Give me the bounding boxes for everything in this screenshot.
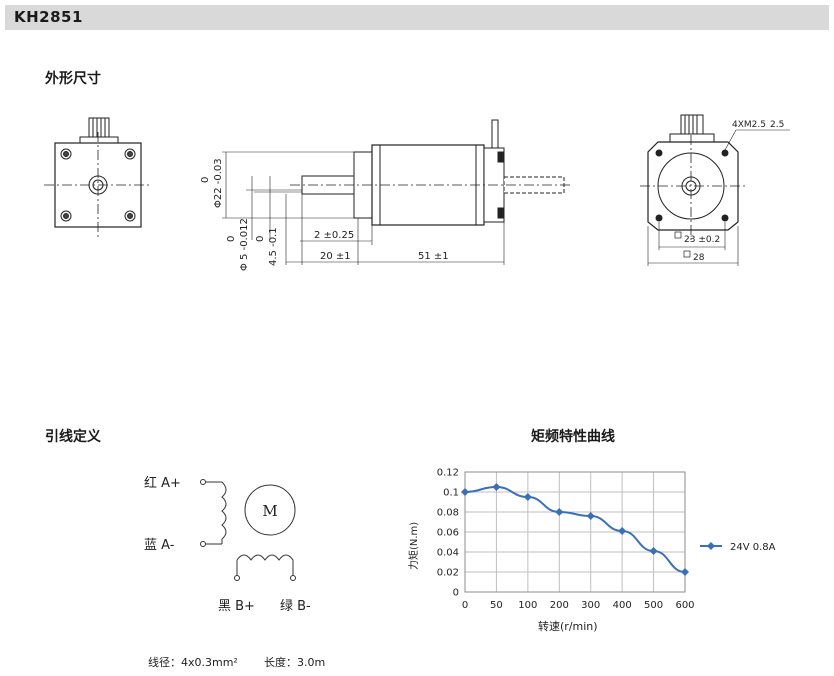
- note-wire-gauge: 线径：4x0.3mm²: [148, 656, 238, 669]
- dim-depth: 2.5: [770, 120, 784, 130]
- wire-b-minus: 绿 B-: [280, 599, 311, 614]
- outline-drawing: 0 Φ22 -0.03 0 Φ 5 -0.012 0 4.5 -0.1 2 ±0…: [44, 114, 790, 271]
- motor-label: M: [262, 502, 277, 520]
- wire-b-plus: 黑 B+: [218, 599, 255, 614]
- chart-xlabel: 转速(r/min): [538, 619, 598, 633]
- chart-xtick: 300: [581, 600, 600, 611]
- dim-thread: 4XM2.5: [732, 120, 766, 130]
- dim-sq28: 28: [693, 253, 705, 263]
- chart-point: [523, 493, 532, 501]
- legend-series-name: 24V 0.8A: [730, 542, 776, 553]
- chart-point: [649, 547, 658, 555]
- dim-4-5: 4.5 -0.1: [268, 227, 279, 266]
- chart-ylabel: 力矩(N.m): [407, 522, 420, 570]
- chart-ytick: 0.02: [437, 568, 459, 579]
- dim-2: 2 ±0.25: [314, 230, 354, 241]
- chart-point: [461, 488, 469, 496]
- dim-51: 51 ±1: [418, 251, 449, 262]
- torque-chart: 0 0.02 0.04 0.06 0.08 0.1 0.12 0 50 100 200 300 400 5…: [407, 468, 776, 634]
- wiring-diagram: M 红 A+ 蓝 A- 黑 B+ 绿 B-: [144, 475, 311, 614]
- chart-point: [586, 512, 595, 520]
- rear-view-right: [640, 114, 790, 266]
- dim-sq23: 23 ±0.2: [684, 235, 720, 245]
- front-view-left: [44, 117, 150, 238]
- chart-xtick: 200: [550, 600, 569, 611]
- chart-ytick: 0.08: [437, 508, 459, 519]
- dim-phi22: Φ22 -0.03: [213, 158, 224, 208]
- dim-phi22-zero: 0: [200, 177, 211, 183]
- chart-legend: 24V 0.8A: [700, 542, 776, 553]
- section-wiring-title: 引线定义: [45, 429, 101, 445]
- wire-a-plus: 红 A+: [144, 475, 181, 491]
- chart-xtick: 600: [675, 600, 694, 611]
- chart-xtick: 100: [518, 600, 537, 611]
- section-torque-title: 矩频特性曲线: [531, 429, 615, 445]
- chart-point: [492, 483, 501, 491]
- chart-ytick: 0.12: [437, 468, 459, 479]
- dim-phi5-zero: 0: [226, 236, 237, 242]
- chart-xtick: 400: [613, 600, 632, 611]
- dim-4-5-zero: 0: [255, 236, 266, 242]
- chart-ytick: 0: [453, 588, 459, 599]
- chart-point: [681, 568, 689, 576]
- chart-series-line: [464, 485, 686, 573]
- chart-point: [618, 527, 627, 535]
- section-outline-title: 外形尺寸: [45, 71, 101, 87]
- title-bar: KH2851: [5, 5, 829, 30]
- wire-a-minus: 蓝 A-: [144, 538, 175, 553]
- side-view: [222, 119, 570, 265]
- model-title: KH2851: [14, 8, 83, 26]
- dim-phi5: Φ 5 -0.012: [239, 218, 250, 271]
- chart-ytick: 0.04: [437, 548, 459, 559]
- chart-ytick: 0.06: [437, 528, 459, 539]
- chart-xtick: 0: [462, 600, 468, 611]
- chart-xtick: 500: [644, 600, 663, 611]
- chart-point: [555, 508, 564, 516]
- note-length: 长度：3.0m: [264, 656, 326, 669]
- chart-xtick: 50: [490, 600, 503, 611]
- dim-20: 20 ±1: [320, 251, 351, 262]
- chart-plot-area: [464, 471, 686, 593]
- chart-ytick: 0.1: [443, 488, 459, 499]
